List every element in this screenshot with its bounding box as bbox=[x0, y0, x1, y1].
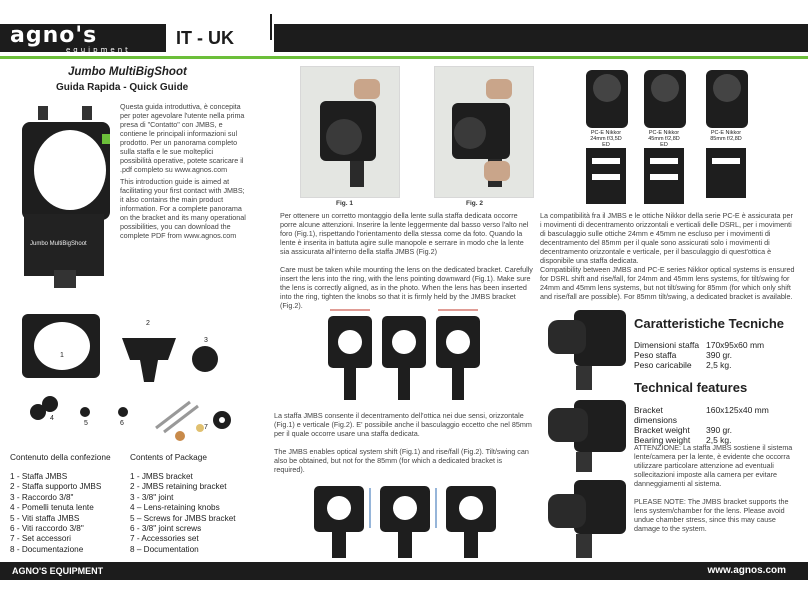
part-number-2: 2 bbox=[146, 320, 150, 327]
product-title: Jumbo MultiBigShoot bbox=[68, 66, 187, 78]
bracket-photo bbox=[18, 104, 114, 290]
specs-it-table: Dimensioni staffa 170x95x60 mm Peso staff… bbox=[634, 340, 794, 370]
compat-it: La compatibilità fra il JMBS e le ottich… bbox=[540, 211, 793, 265]
specs-it-title: Caratteristiche Tecniche bbox=[634, 316, 785, 331]
shift-vertical-photos bbox=[310, 480, 500, 560]
spec-row: Bracket dimensions 160x125x40 mm bbox=[634, 405, 794, 425]
mount-it: Per ottenere un corretto montaggio della… bbox=[280, 211, 529, 256]
fig1-caption: Fig. 1 bbox=[336, 200, 353, 207]
spec-value: 2,5 kg. bbox=[706, 435, 732, 445]
part-bracket-photo bbox=[20, 312, 102, 380]
spec-value: 160x125x40 mm bbox=[706, 405, 769, 415]
header-divider bbox=[270, 14, 272, 40]
camera-photo-3 bbox=[546, 478, 630, 560]
list-item: 2 - JMBS retaining bracket bbox=[130, 482, 227, 492]
shift-horizontal-photos bbox=[326, 306, 482, 402]
footer-bar: AGNO'S EQUIPMENT www.agnos.com bbox=[0, 562, 808, 580]
contents-it-title: Contenuto della confezione bbox=[10, 452, 111, 462]
spec-key: Bearing weight bbox=[634, 435, 691, 445]
bracket-label: Jumbo MultiBigShoot bbox=[30, 241, 87, 247]
mount-en: Care must be taken while mounting the le… bbox=[280, 265, 533, 310]
spec-row: Dimensioni staffa 170x95x60 mm bbox=[634, 340, 794, 350]
language-label: IT - UK bbox=[166, 24, 274, 52]
fig2-caption: Fig. 2 bbox=[466, 200, 483, 207]
part-screws-photo bbox=[78, 405, 92, 417]
list-item: 3 - 3/8" joint bbox=[130, 492, 174, 502]
spec-row: Bearing weight 2,5 kg. bbox=[634, 435, 794, 445]
warning-it: ATTENZIONE: La staffa JMBS sostiene il s… bbox=[634, 443, 793, 488]
camera-photo-1 bbox=[546, 306, 630, 392]
specs-en-table: Bracket dimensions 160x125x40 mm Bracket … bbox=[634, 405, 794, 445]
list-item: 3 - Raccordo 3/8" bbox=[10, 492, 74, 502]
spec-key: Peso staffa bbox=[634, 350, 677, 360]
spec-value: 2,5 kg. bbox=[706, 360, 732, 370]
warning-en: PLEASE NOTE: The JMBS bracket supports t… bbox=[634, 497, 789, 533]
product-subtitle: Guida Rapida - Quick Guide bbox=[56, 82, 189, 93]
lens-caption-85: PC-E Nikkor 85mm f/2,8D bbox=[710, 130, 742, 142]
footer-website: www.agnos.com bbox=[707, 565, 786, 576]
part-accessories-photo bbox=[150, 398, 242, 442]
list-item: 5 – Screws for JMBS bracket bbox=[130, 513, 236, 523]
part-number-6: 6 bbox=[120, 420, 124, 427]
shift-en: The JMBS enables optical system shift (F… bbox=[274, 447, 529, 474]
list-item: 4 – Lens-retaining knobs bbox=[130, 503, 220, 513]
part-number-1: 1 bbox=[60, 352, 64, 359]
spec-key: Bracket dimensions bbox=[634, 405, 677, 425]
list-item: 8 – Documentation bbox=[130, 544, 199, 554]
list-item: 5 - Viti staffa JMBS bbox=[10, 513, 80, 523]
fig2-photo bbox=[434, 66, 534, 198]
contents-en-title: Contents of Package bbox=[130, 452, 208, 462]
spec-row: Bracket weight 390 gr. bbox=[634, 425, 794, 435]
spec-row: Peso caricabile 2,5 kg. bbox=[634, 360, 794, 370]
brand-sub: equipment bbox=[66, 46, 131, 54]
part-number-4: 4 bbox=[50, 415, 54, 422]
brand-logo: agno's equipment bbox=[10, 23, 160, 54]
spec-key: Bracket weight bbox=[634, 425, 690, 435]
part-number-3: 3 bbox=[204, 337, 208, 344]
camera-photo-2 bbox=[546, 396, 630, 472]
list-item: 7 - Accessories set bbox=[130, 534, 199, 544]
compat-en: Compatibility between JMBS and PC-E seri… bbox=[540, 265, 795, 301]
part-number-7: 7 bbox=[204, 424, 208, 431]
list-item: 8 - Documentazione bbox=[10, 544, 84, 554]
intro-en: This introduction guide is aimed at faci… bbox=[120, 177, 246, 240]
part-joint-screws-photo bbox=[116, 405, 130, 417]
part-joint-photo bbox=[190, 344, 220, 374]
part-knobs-photo bbox=[28, 394, 60, 422]
header-bar bbox=[0, 24, 808, 52]
accent-line bbox=[0, 56, 808, 59]
specs-en-title: Technical features bbox=[634, 380, 748, 395]
part-number-5: 5 bbox=[84, 420, 88, 427]
lenses-photo bbox=[582, 64, 752, 206]
spec-value: 390 gr. bbox=[706, 350, 732, 360]
list-item: 6 - Viti raccordo 3/8" bbox=[10, 524, 84, 534]
intro-it: Questa guida introduttiva, è concepita p… bbox=[120, 102, 245, 174]
list-item: 1 - JMBS bracket bbox=[130, 472, 193, 481]
list-item: 4 - Pomelli tenuta lente bbox=[10, 503, 94, 513]
list-item: 6 - 3/8" joint screws bbox=[130, 524, 202, 534]
list-item: 1 - Staffa JMBS bbox=[10, 472, 68, 481]
contents-it: Contenuto della confezione 1 - Staffa JM… bbox=[10, 452, 128, 555]
spec-row: Peso staffa 390 gr. bbox=[634, 350, 794, 360]
brand-name: agno's bbox=[10, 23, 98, 48]
part-retaining-bracket-photo bbox=[118, 330, 180, 384]
list-item: 7 - Set accessori bbox=[10, 534, 71, 544]
spec-value: 170x95x60 mm bbox=[706, 340, 765, 350]
list-item: 2 - Staffa supporto JMBS bbox=[10, 482, 102, 492]
spec-key: Dimensioni staffa bbox=[634, 340, 700, 350]
fig1-photo bbox=[300, 66, 400, 198]
lens-caption-45: PC-E Nikkor 45mm f/2,8D ED bbox=[648, 130, 680, 148]
contents-en: Contents of Package 1 - JMBS bracket 2 -… bbox=[130, 452, 262, 555]
shift-it: La staffa JMBS consente il decentramento… bbox=[274, 411, 532, 438]
footer-brand: AGNO'S EQUIPMENT bbox=[12, 566, 104, 576]
spec-key: Peso caricabile bbox=[634, 360, 692, 370]
lens-caption-24: PC-E Nikkor 24mm f/3,5D ED bbox=[590, 130, 622, 148]
spec-value: 390 gr. bbox=[706, 425, 732, 435]
